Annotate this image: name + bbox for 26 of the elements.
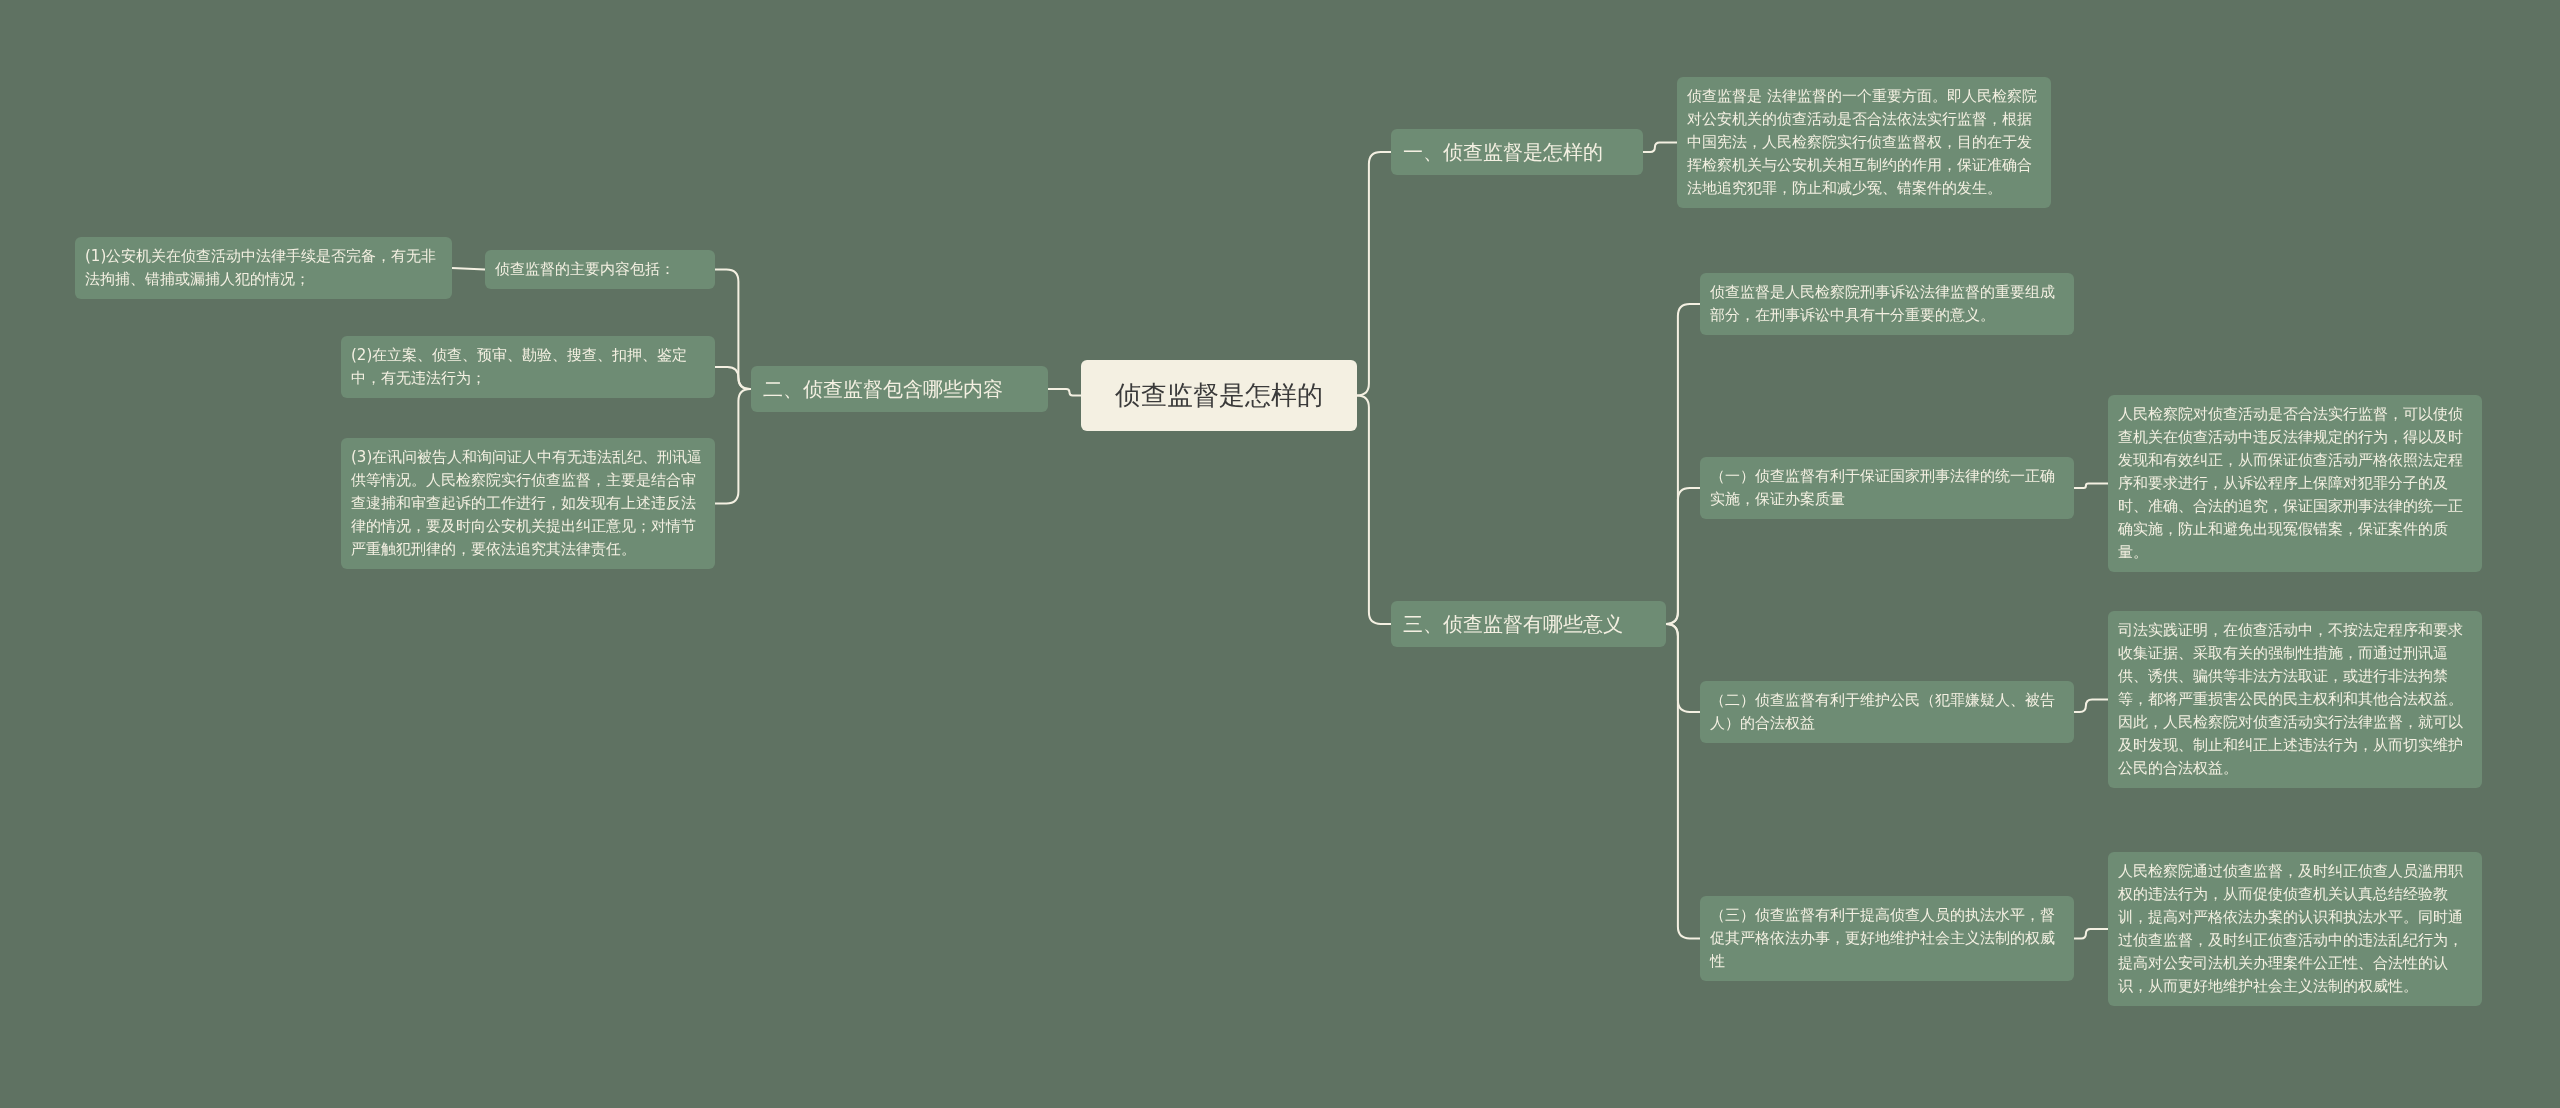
topic-box: 一、侦查监督是怎样的 [1391, 129, 1643, 175]
topic-box: 三、侦查监督有哪些意义 [1391, 601, 1666, 647]
text-box: （三）侦查监督有利于提高侦查人员的执法水平，督促其严格依法办事，更好地维护社会主义法制的权威性 [1700, 896, 2074, 981]
text-box: （二）侦查监督有利于维护公民（犯罪嫌疑人、被告人）的合法权益 [1700, 681, 2074, 743]
text-box: 人民检察院对侦查活动是否合法实行监督，可以使侦查机关在侦查活动中违反法律规定的行为，得以及时发现和有效纠正，从而保证侦查活动严格依照法定程序和要求进行，从诉讼程序上保障对犯罪分子的及时、准确、合法的追究，保证国家刑事法律的统一正确实施，防止和避免出现冤假错案，保证案件的质量。 [2108, 395, 2482, 572]
text-box: (3)在讯问被告人和询问证人中有无违法乱纪、刑讯逼供等情况。人民检察院实行侦查监督，主要是结合审查逮捕和审查起诉的工作进行，如发现有上述违反法律的情况，要及时向公安机关提出纠正意见；对情节严重触犯刑律的，要依法追究其法律责任。 [341, 438, 715, 569]
text-box: 侦查监督是 法律监督的一个重要方面。即人民检察院对公安机关的侦查活动是否合法依法实行监督，根据中国宪法，人民检察院实行侦查监督权，目的在于发挥检察机关与公安机关相互制约的作用，保证准确合法地追究犯罪，防止和减少冤、错案件的发生。 [1677, 77, 2051, 208]
root-topic-box: 侦查监督是怎样的 [1081, 360, 1357, 431]
topic-box: 二、侦查监督包含哪些内容 [751, 366, 1048, 412]
text-box: (1)公安机关在侦查活动中法律手续是否完备，有无非法拘捕、错捕或漏捕人犯的情况； [75, 237, 452, 299]
text-box: 侦查监督的主要内容包括： [485, 250, 715, 289]
connector-line [1047, 388, 1082, 397]
text-box: （一）侦查监督有利于保证国家刑事法律的统一正确实施，保证办案质量 [1700, 457, 2074, 519]
connector-line [714, 388, 752, 505]
text-box: 人民检察院通过侦查监督，及时纠正侦查人员滥用职权的违法行为，从而促使侦查机关认真总结经验教训，提高对严格依法办案的认识和执法水平。同时通过侦查监督，及时纠正侦查活动中的违法乱纪行为，提高对公安司法机关办理案件公正性、合法性的认识，从而更好地维护社会主义法制的权威性。 [2108, 852, 2482, 1006]
connector-line [451, 267, 486, 271]
connector-line [2073, 698, 2109, 713]
connector-line [2073, 482, 2109, 489]
connector-line [1665, 623, 1701, 940]
text-box: (2)在立案、侦查、预审、勘验、搜查、扣押、鉴定中，有无违法行为； [341, 336, 715, 398]
text-box: 侦查监督是人民检察院刑事诉讼法律监督的重要组成部分，在刑事诉讼中具有十分重要的意义。 [1700, 273, 2074, 335]
text-box: 司法实践证明，在侦查活动中，不按法定程序和要求收集证据、采取有关的强制性措施，而通过刑讯逼供、诱供、骗供等非法方法取证，或进行非法拘禁等，都将严重损害公民的民主权利和其他合法权益。因此，人民检察院对侦查活动实行法律监督，就可以及时发现、制止和纠正上述违法行为，从而切实维护公民的合法权益。 [2108, 611, 2482, 788]
connector-line [1356, 151, 1392, 397]
connector-line [1356, 394, 1392, 625]
connector-line [2073, 928, 2109, 940]
connector-line [1642, 141, 1678, 153]
